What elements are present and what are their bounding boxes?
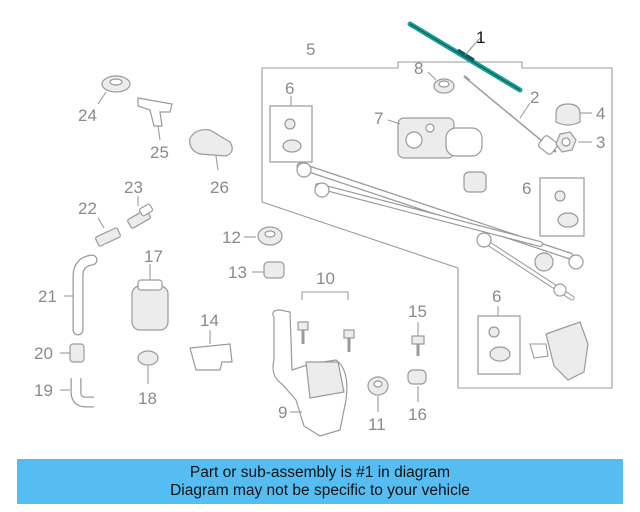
callout-7[interactable]: 7 (374, 109, 383, 128)
callout-3[interactable]: 3 (596, 133, 605, 152)
part-12-clip[interactable] (244, 226, 283, 246)
callout-16[interactable]: 16 (408, 405, 427, 424)
part-17-washer-pump[interactable] (131, 264, 169, 331)
callout-2[interactable]: 2 (530, 88, 539, 107)
callout-6a[interactable]: 6 (285, 79, 294, 98)
bushing (463, 171, 487, 193)
callout-10[interactable]: 10 (316, 269, 335, 288)
part-10-bolts[interactable] (297, 291, 355, 352)
wiper-linkage (296, 162, 584, 301)
part-9-washer-reservoir[interactable] (272, 309, 348, 437)
part-22-connector[interactable] (95, 217, 121, 247)
part-25-bracket[interactable] (137, 97, 173, 141)
part-11-grommet[interactable] (367, 376, 389, 412)
callout-9[interactable]: 9 (278, 403, 287, 422)
callout-20[interactable]: 20 (34, 344, 53, 363)
mount-bracket (529, 321, 589, 381)
callout-12[interactable]: 12 (222, 228, 241, 247)
part-19-elbow[interactable] (60, 378, 94, 408)
part-13-clip[interactable] (252, 261, 285, 279)
callout-24[interactable]: 24 (78, 106, 97, 125)
part-15-bolt[interactable] (411, 322, 425, 356)
callout-13[interactable]: 13 (228, 263, 247, 282)
banner-line-1: Part or sub-assembly is #1 in diagram (189, 463, 451, 481)
part-14-bracket[interactable] (189, 330, 233, 371)
part-24-cap[interactable] (97, 75, 131, 105)
part-20-plug[interactable] (60, 343, 85, 363)
part-8-grommet[interactable] (427, 71, 455, 94)
part-6-pivot-box-b[interactable] (539, 177, 585, 237)
callout-11[interactable]: 11 (368, 415, 386, 434)
callout-4[interactable]: 4 (596, 104, 605, 123)
callout-26[interactable]: 26 (210, 178, 229, 197)
part-18-grommet[interactable] (137, 350, 159, 384)
callout-6c[interactable]: 6 (492, 287, 501, 306)
callout-25[interactable]: 25 (150, 143, 169, 162)
callout-23[interactable]: 23 (124, 178, 143, 197)
part-1-wiper-blade[interactable] (407, 21, 523, 93)
callout-5[interactable]: 5 (306, 40, 315, 59)
blade-connector (457, 48, 475, 62)
callout-1[interactable]: 1 (476, 28, 485, 47)
callout-19[interactable]: 19 (34, 381, 53, 400)
part-21-hose[interactable] (64, 254, 98, 336)
callout-8[interactable]: 8 (414, 59, 423, 78)
parts-diagram: 1 2 3 4 5 6 6 6 7 8 9 10 11 12 13 14 15 … (34, 21, 613, 437)
part-3-nut[interactable] (555, 131, 592, 153)
part-26-nozzle[interactable] (189, 129, 233, 171)
callout-15[interactable]: 15 (408, 302, 427, 321)
callout-6b[interactable]: 6 (522, 179, 531, 198)
part-6-pivot-box-a[interactable] (269, 96, 313, 163)
callout-17[interactable]: 17 (144, 247, 163, 266)
info-banner: Part or sub-assembly is #1 in diagram Di… (17, 459, 623, 504)
callout-21[interactable]: 21 (38, 287, 57, 306)
part-6-pivot-box-c[interactable] (477, 306, 521, 375)
part-2-wiper-arm[interactable] (463, 75, 559, 155)
part-7-wiper-motor[interactable] (387, 117, 483, 159)
assembly-5-outline (261, 61, 613, 389)
part-23-connector[interactable] (127, 196, 154, 229)
part-4-cap[interactable] (555, 103, 592, 126)
callout-18[interactable]: 18 (138, 389, 157, 408)
banner-line-2: Diagram may not be specific to your vehi… (170, 481, 470, 499)
callout-14[interactable]: 14 (200, 311, 219, 330)
callout-22[interactable]: 22 (78, 199, 97, 218)
part-16-cap[interactable] (407, 369, 427, 402)
